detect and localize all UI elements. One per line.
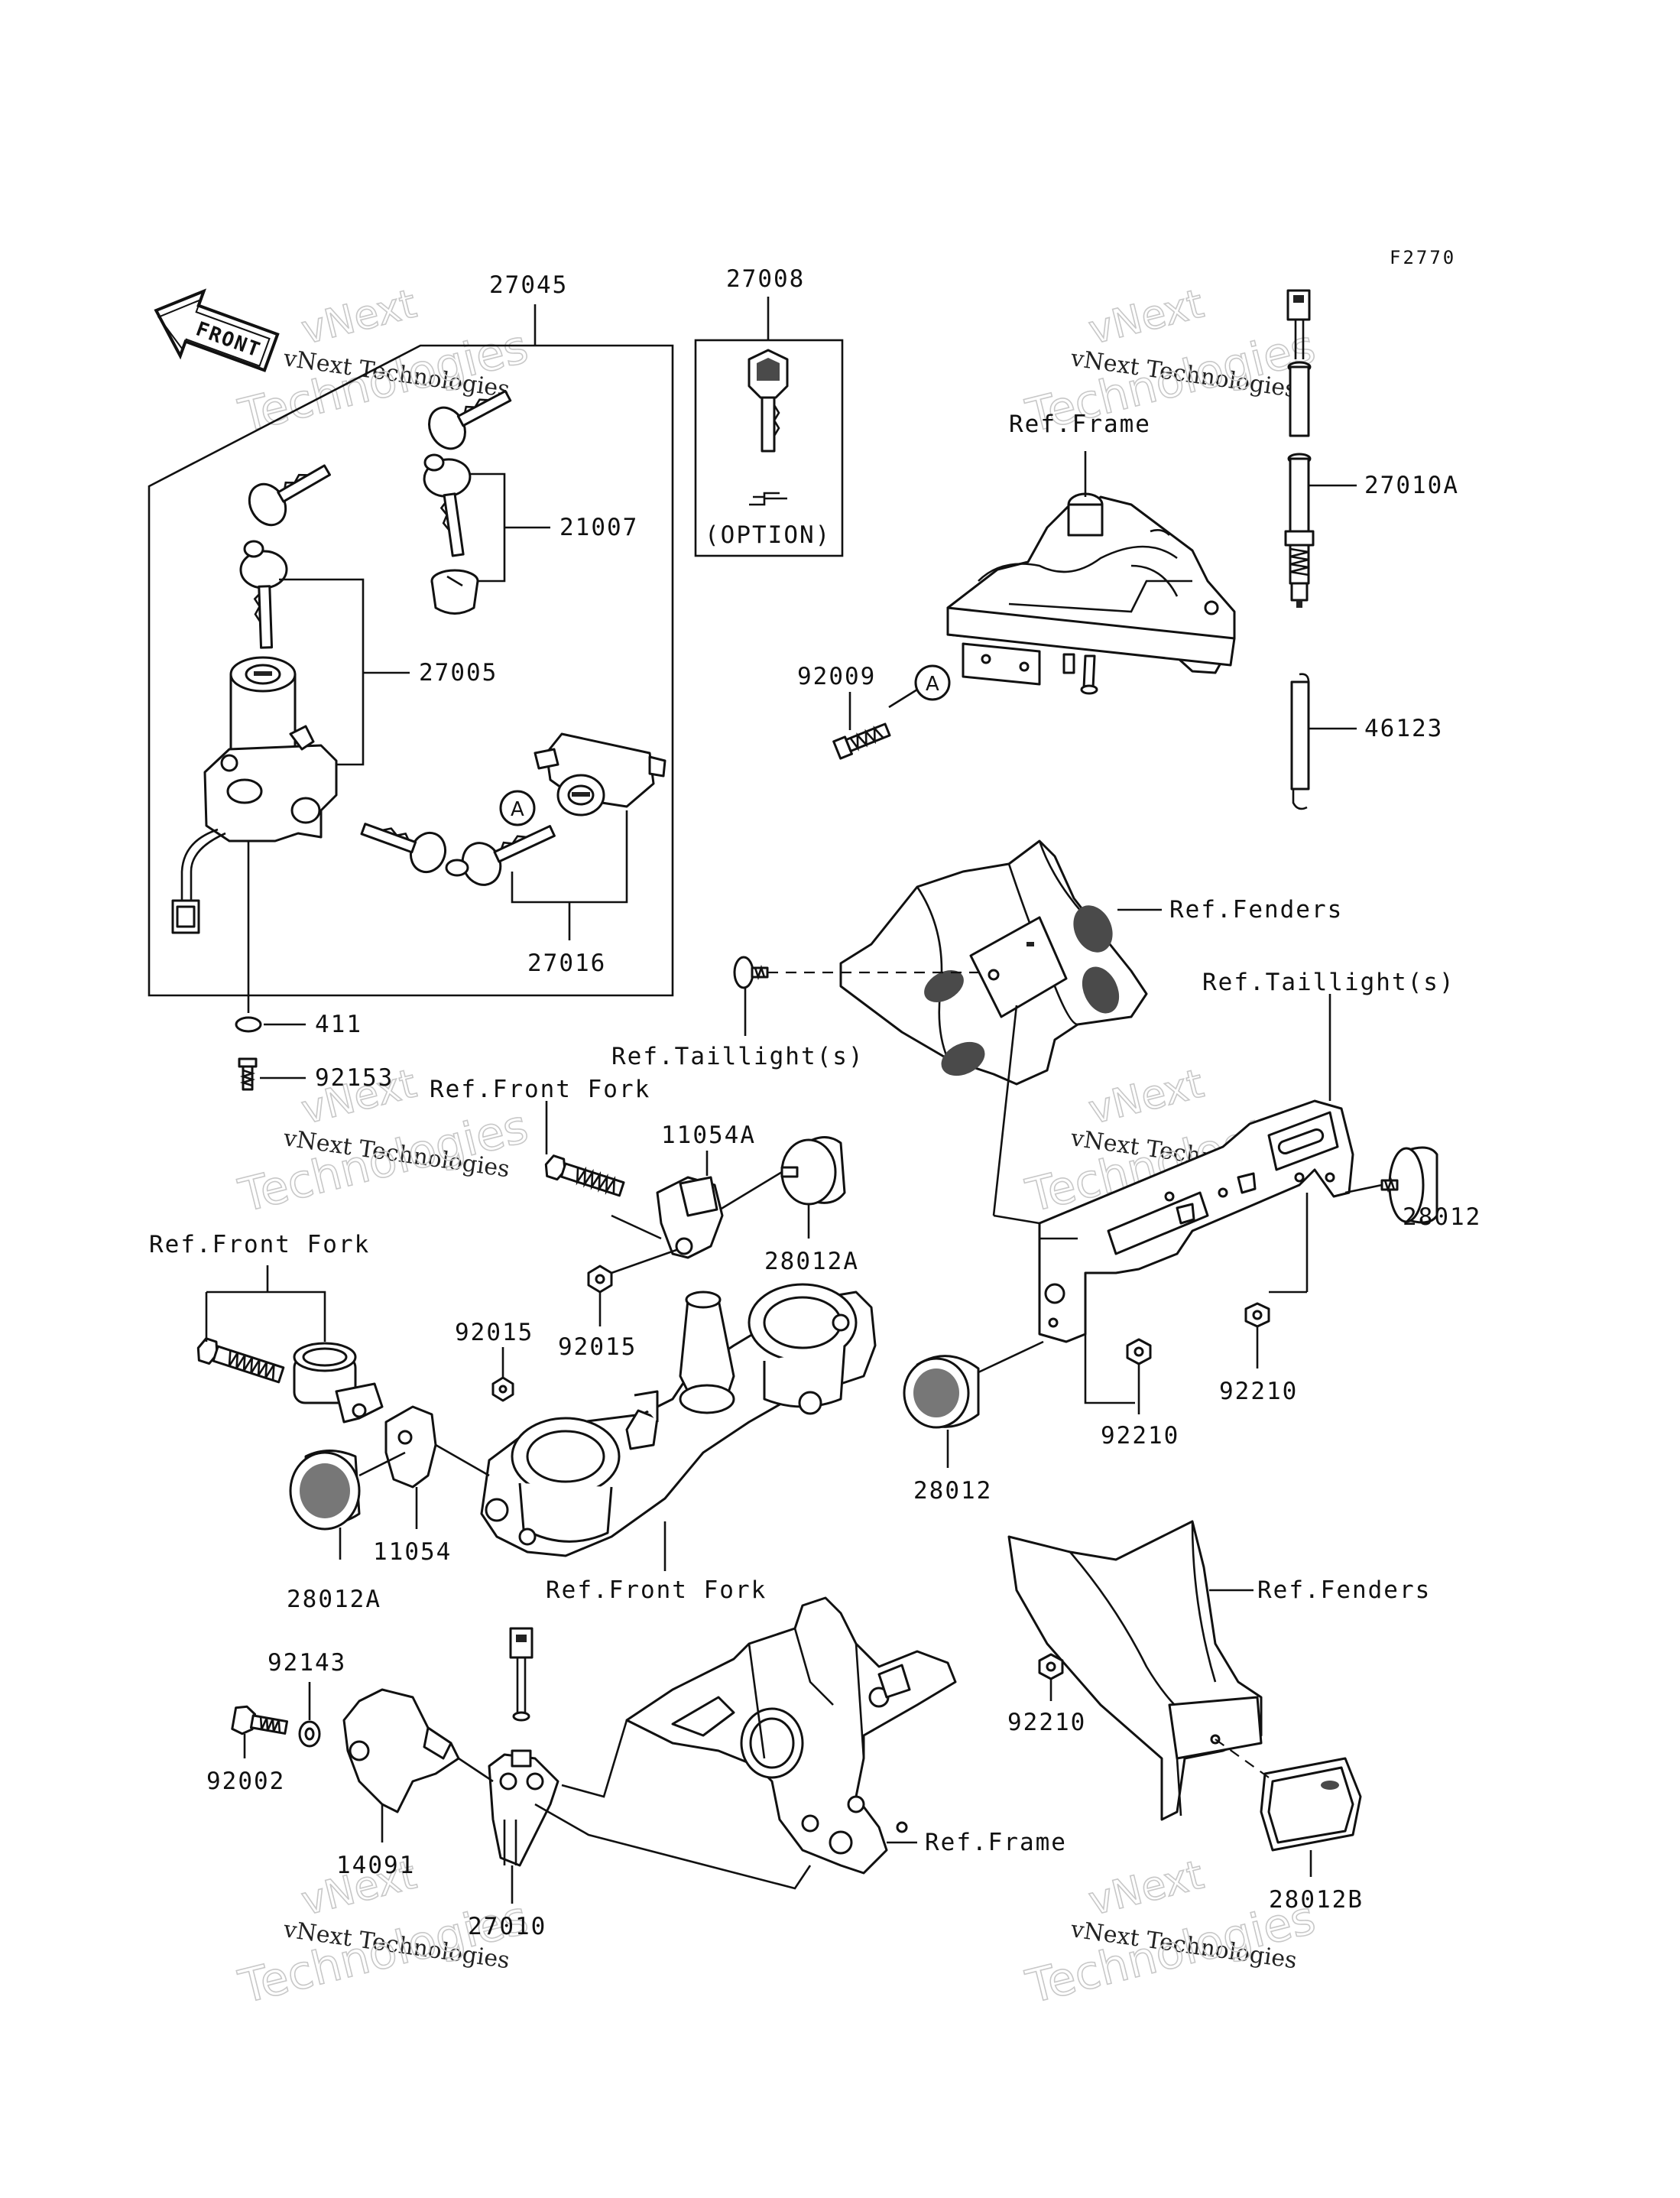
bracket-11054 (384, 1405, 437, 1489)
brake-switch-27010a (1284, 289, 1315, 608)
bolt-92002 (231, 1705, 289, 1735)
label-92015-a: 92015 (558, 1333, 637, 1361)
blank-key-27008 (748, 349, 789, 506)
key-pair-21007 (423, 390, 512, 615)
reflector-28012a-lower (289, 1450, 361, 1531)
label-92210-b: 92210 (1101, 1422, 1179, 1450)
nut-92015-b (491, 1376, 514, 1402)
label-28012a-upper: 28012A (764, 1248, 859, 1275)
ignition-switch-27005 (171, 464, 338, 934)
nut-92210-b (1126, 1338, 1152, 1365)
label-ref-front-fork-b: Ref.Front Fork (149, 1231, 370, 1258)
bracket-14091 (342, 1688, 460, 1813)
label-27005: 27005 (419, 659, 498, 687)
fender-top-part (839, 839, 1148, 1086)
label-14091: 14091 (336, 1852, 415, 1879)
label-411: 411 (315, 1011, 362, 1038)
reflector-28012-mid (903, 1355, 980, 1429)
svg-text:vNext: vNext (1085, 1852, 1208, 1925)
spring-46123 (1290, 673, 1310, 810)
label-28012a-lower: 28012A (287, 1586, 381, 1613)
label-27010a: 27010A (1364, 472, 1459, 499)
label-92210-a: 92210 (1219, 1378, 1298, 1405)
fork-bolt-top (544, 1154, 625, 1197)
label-ref-front-fork-c: Ref.Front Fork (546, 1576, 767, 1604)
fender-bottom-part (1007, 1520, 1263, 1821)
washer-411 (235, 1016, 262, 1033)
label-27008: 27008 (726, 265, 805, 293)
washer-92143 (298, 1720, 321, 1748)
taillight-screw-left (733, 956, 769, 989)
label-92002: 92002 (206, 1768, 285, 1795)
label-27016: 27016 (527, 950, 606, 977)
nut-92210-a (1244, 1302, 1270, 1328)
reflector-28012-right (1380, 1146, 1438, 1224)
callout-a-right-text: A (926, 673, 939, 696)
frame-bottom-part (625, 1596, 957, 1875)
svg-text:Technologies: Technologies (234, 320, 534, 443)
callout-a-left-text: A (511, 798, 524, 821)
screw-92009 (832, 722, 891, 760)
bolt-92153 (238, 1057, 258, 1091)
label-ref-fenders-bottom: Ref.Fenders (1257, 1576, 1431, 1604)
label-ref-taillight-right: Ref.Taillight(s) (1202, 969, 1455, 996)
svg-text:Technologies: Technologies (234, 1891, 534, 2014)
label-ref-frame-bottom: Ref.Frame (925, 1829, 1067, 1856)
steering-stem-bracket (480, 1283, 877, 1557)
nut-92210-c (1038, 1653, 1064, 1680)
svg-text:vNext: vNext (1085, 281, 1208, 354)
label-11054: 11054 (373, 1538, 452, 1566)
label-46123: 46123 (1364, 715, 1443, 742)
frame-top-part (946, 492, 1236, 695)
label-ref-fenders-top: Ref.Fenders (1169, 896, 1343, 924)
label-92210-c: 92210 (1007, 1709, 1086, 1736)
callout-a-left (499, 790, 536, 826)
svg-text:vNext: vNext (1085, 1061, 1208, 1134)
watermark-bottom-right: vNext vNext Technologies Technologies (1020, 1852, 1321, 2015)
label-21007: 21007 (559, 514, 638, 541)
license-bracket (1038, 1099, 1354, 1343)
bracket-11054a (656, 1176, 724, 1259)
label-27010: 27010 (468, 1913, 546, 1940)
label-28012-mid: 28012 (913, 1477, 992, 1505)
fork-bolt-left (196, 1337, 384, 1424)
seat-lock-27016 (360, 732, 666, 886)
label-28012b: 28012B (1269, 1886, 1364, 1914)
callout-a-right (914, 664, 951, 701)
label-92153: 92153 (315, 1064, 394, 1092)
label-27045: 27045 (489, 271, 568, 299)
label-92015-b: 92015 (455, 1319, 534, 1346)
reflector-28012a-upper (780, 1136, 846, 1206)
nut-92015-a (587, 1265, 613, 1294)
option-label: (OPTION) (705, 521, 831, 549)
label-11054a: 11054A (661, 1122, 756, 1149)
svg-text:vNext: vNext (297, 281, 421, 354)
front-arrow-icon: FRONT (154, 288, 280, 372)
label-92143: 92143 (268, 1649, 346, 1677)
label-ref-front-fork-a: Ref.Front Fork (430, 1076, 650, 1103)
reflector-28012b (1260, 1757, 1362, 1852)
label-ref-taillight-left: Ref.Taillight(s) (611, 1043, 864, 1070)
label-ref-frame-top: Ref.Frame (1009, 411, 1151, 438)
figure-code: F2770 (1390, 247, 1456, 268)
label-28012-right: 28012 (1403, 1203, 1481, 1231)
ignition-switch-kit-box (148, 304, 674, 997)
label-92009: 92009 (797, 663, 876, 690)
brake-switch-27010 (488, 1627, 559, 1867)
svg-text:Technologies: Technologies (234, 1099, 534, 1222)
